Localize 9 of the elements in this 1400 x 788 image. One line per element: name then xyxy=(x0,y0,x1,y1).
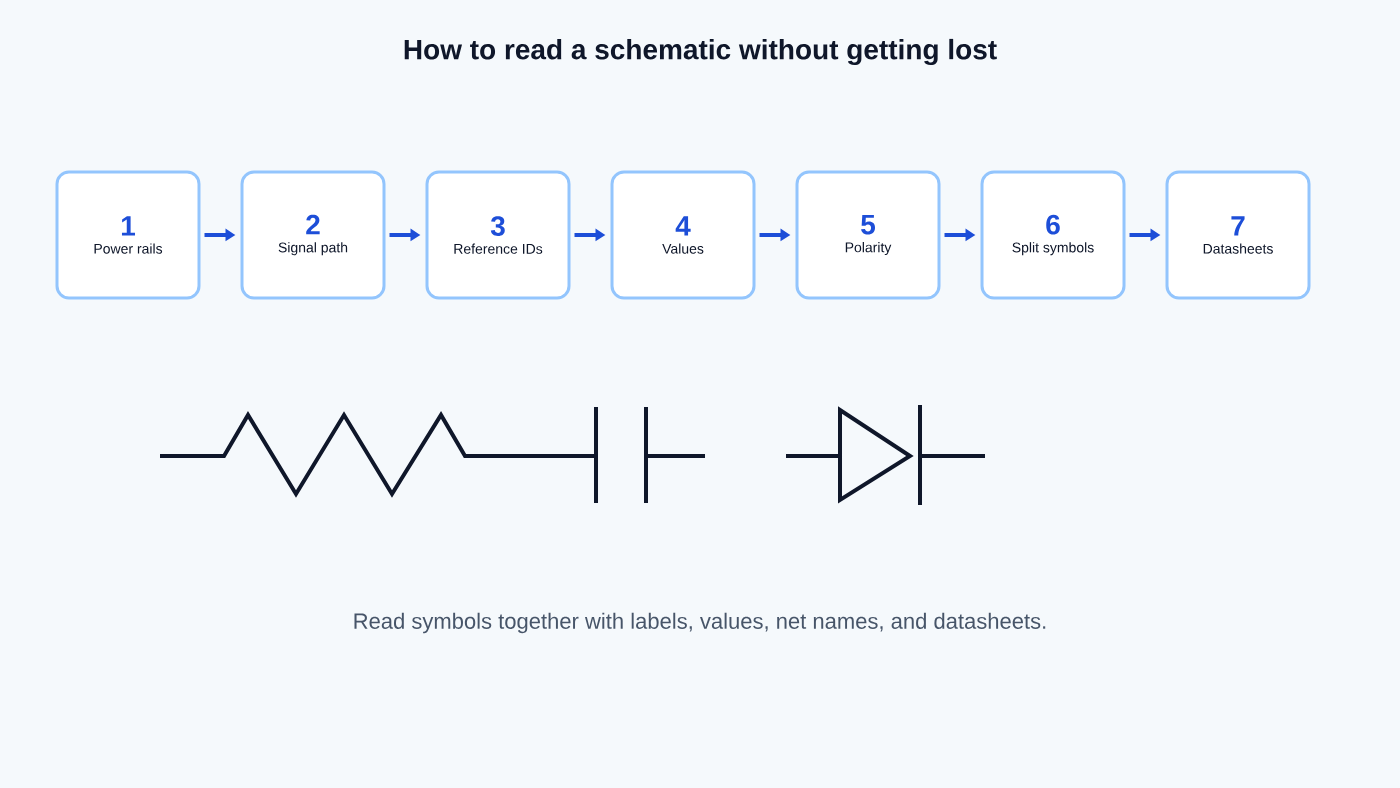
step-box: 6 Split symbols xyxy=(980,170,1126,300)
caption: Read symbols together with labels, values, net names, and datasheets. xyxy=(354,612,1046,634)
title: How to read a schematic without getting lost xyxy=(404,38,997,66)
step-box: 1 Power rails xyxy=(55,170,201,300)
step-box: 4 Values xyxy=(610,170,756,300)
step-box: 7 Datasheets xyxy=(1165,170,1311,300)
step-box: 5 Polarity xyxy=(795,170,941,300)
step-box: 3 Reference IDs xyxy=(425,170,571,300)
step-box: 2 Signal path xyxy=(240,170,386,300)
